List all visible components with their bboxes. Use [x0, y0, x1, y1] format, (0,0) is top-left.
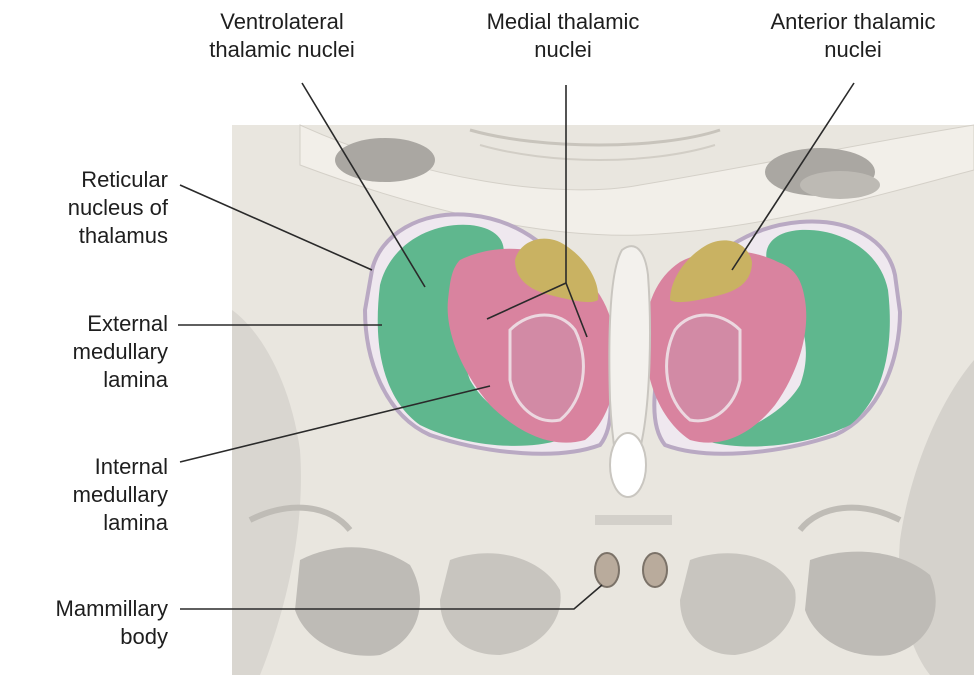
label-medial-thalamic-nuclei: Medial thalamic nuclei	[458, 8, 668, 64]
label-external-line3: lamina	[20, 366, 168, 394]
label-external-line2: medullary	[20, 338, 168, 366]
label-medial-line2: nuclei	[458, 36, 668, 64]
label-ventrolateral-thalamic-nuclei: Ventrolateral thalamic nuclei	[182, 8, 382, 64]
label-internal-medullary-lamina: Internal medullary lamina	[20, 453, 168, 537]
label-reticular-line2: nucleus of	[20, 194, 168, 222]
caudate-left	[335, 138, 435, 182]
label-internal-line1: Internal	[20, 453, 168, 481]
label-external-line1: External	[20, 310, 168, 338]
label-medial-line1: Medial thalamic	[458, 8, 668, 36]
label-mammillary-line1: Mammillary	[0, 595, 168, 623]
label-ventrolateral-line1: Ventrolateral	[182, 8, 382, 36]
label-internal-line2: medullary	[20, 481, 168, 509]
label-anterior-line1: Anterior thalamic	[738, 8, 968, 36]
label-anterior-line2: nuclei	[738, 36, 968, 64]
label-external-medullary-lamina: External medullary lamina	[20, 310, 168, 394]
label-reticular-line3: thalamus	[20, 222, 168, 250]
label-reticular-nucleus: Reticular nucleus of thalamus	[20, 166, 168, 250]
label-ventrolateral-line2: thalamic nuclei	[182, 36, 382, 64]
mammillary-body-right	[643, 553, 667, 587]
medial-subdivision-left	[510, 315, 583, 421]
label-anterior-thalamic-nuclei: Anterior thalamic nuclei	[738, 8, 968, 64]
label-mammillary-line2: body	[0, 623, 168, 651]
caudate-right-inner	[800, 171, 880, 199]
label-reticular-line1: Reticular	[20, 166, 168, 194]
mammillary-body-left	[595, 553, 619, 587]
label-mammillary-body: Mammillary body	[0, 595, 168, 651]
label-internal-line3: lamina	[20, 509, 168, 537]
medial-subdivision-right	[667, 315, 740, 421]
midline-oval	[610, 433, 646, 497]
